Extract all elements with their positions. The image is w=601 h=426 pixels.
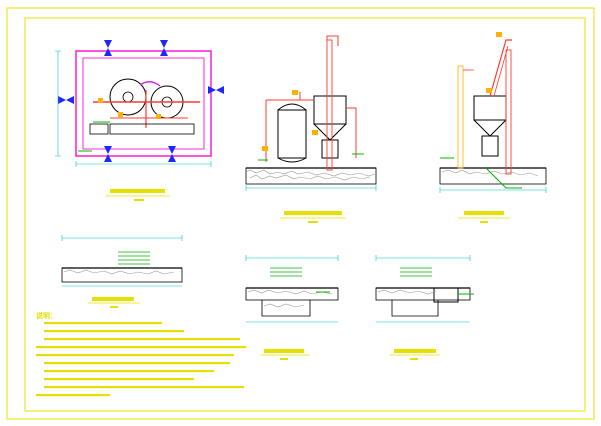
section-3-3-title-block: [390, 349, 440, 360]
sheet-inner-frame: [24, 17, 586, 412]
sheet-outer-frame: [6, 7, 595, 420]
elevation-title-block: [280, 211, 346, 223]
notes-text-block: [36, 322, 246, 397]
plan-title-block: [105, 189, 170, 201]
section-1-1-title-block: [88, 297, 140, 308]
section-2-2-title-block: [260, 349, 310, 360]
equipment-elevation: [245, 35, 377, 191]
equipment-side-view: [439, 32, 547, 193]
section-2-2: [245, 255, 339, 323]
section-3-3: [375, 255, 474, 323]
equipment-room-plan: [55, 40, 224, 167]
section-1-1: [61, 235, 183, 287]
notes-heading: 说明：: [36, 311, 57, 320]
side-view-title-block: [458, 211, 510, 223]
